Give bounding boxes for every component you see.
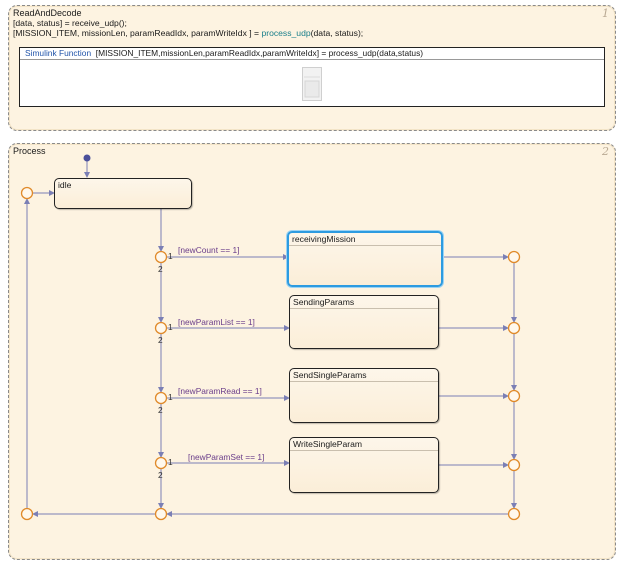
junction-right-3[interactable]: [507, 389, 521, 403]
state-write-label: WriteSingleParam: [293, 439, 363, 449]
junction-bottom-right[interactable]: [507, 507, 521, 521]
junction-right-4[interactable]: [507, 458, 521, 472]
line2-call[interactable]: process_udp: [261, 28, 311, 38]
state-write-single-param[interactable]: WriteSingleParam: [289, 437, 439, 493]
state-single-separator: [290, 381, 438, 382]
state-receiving-mission[interactable]: receivingMission: [287, 231, 443, 287]
state-receiving-separator: [289, 245, 441, 246]
simulink-function-header: Simulink Function [MISSION_ITEM,missionL…: [20, 48, 604, 60]
priority-1-j1: 1: [168, 251, 173, 261]
default-transition-dot: [83, 154, 91, 162]
priority-2-j4: 2: [158, 470, 163, 480]
readanddecode-state[interactable]: ReadAndDecode 1 [data, status] = receive…: [8, 5, 616, 131]
state-idle-label: idle: [58, 180, 72, 190]
guard-new-param-read[interactable]: [newParamRead == 1]: [178, 386, 262, 396]
state-receiving-label: receivingMission: [292, 234, 356, 244]
priority-2-j1: 2: [158, 264, 163, 274]
guard-new-count[interactable]: [newCount == 1]: [178, 245, 240, 255]
state-sending-separator: [290, 308, 438, 309]
guard-new-param-set[interactable]: [newParamSet == 1]: [188, 452, 265, 462]
priority-2-j3: 2: [158, 405, 163, 415]
priority-1-j2: 1: [168, 322, 173, 332]
process-title: Process: [13, 146, 46, 156]
junction-2[interactable]: [154, 321, 168, 335]
line2-prefix: [MISSION_ITEM, missionLen, paramReadIdx,…: [13, 28, 262, 38]
priority-1-j4: 1: [168, 457, 173, 467]
simulink-function-block[interactable]: Simulink Function [MISSION_ITEM,missionL…: [19, 47, 605, 107]
junction-right-2[interactable]: [507, 321, 521, 335]
junction-right-1[interactable]: [507, 250, 521, 264]
readanddecode-number: 1: [602, 7, 609, 20]
state-sending-params[interactable]: SendingParams: [289, 295, 439, 349]
junction-bottom-mid[interactable]: [154, 507, 168, 521]
subsystem-icon: [302, 67, 322, 101]
state-sending-label: SendingParams: [293, 297, 355, 307]
guard-new-param-list[interactable]: [newParamList == 1]: [178, 317, 255, 327]
junction-1[interactable]: [154, 250, 168, 264]
process-number: 2: [602, 145, 609, 158]
readanddecode-line2: [MISSION_ITEM, missionLen, paramReadIdx,…: [13, 28, 363, 38]
state-idle[interactable]: idle: [54, 178, 192, 209]
junction-bottom-left[interactable]: [20, 507, 34, 521]
junction-left-top[interactable]: [20, 186, 34, 200]
state-single-label: SendSingleParams: [293, 370, 367, 380]
state-write-separator: [290, 450, 438, 451]
state-send-single-params[interactable]: SendSingleParams: [289, 368, 439, 423]
junction-3[interactable]: [154, 391, 168, 405]
simulink-function-signature: [MISSION_ITEM,missionLen,paramReadIdx,pa…: [95, 48, 424, 58]
junction-4[interactable]: [154, 456, 168, 470]
simulink-function-keyword: Simulink Function: [25, 48, 92, 58]
priority-1-j3: 1: [168, 392, 173, 402]
priority-2-j2: 2: [158, 335, 163, 345]
line2-suffix: (data, status);: [310, 28, 364, 38]
readanddecode-line1: [data, status] = receive_udp();: [13, 18, 127, 28]
readanddecode-title: ReadAndDecode: [13, 8, 82, 18]
